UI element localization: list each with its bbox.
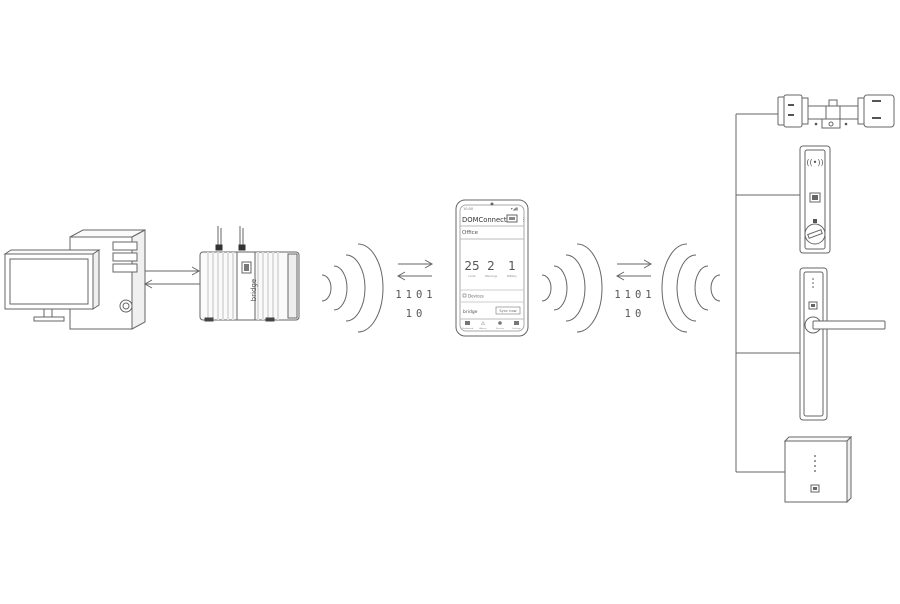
exchange-arrows-icon	[615, 259, 653, 281]
app-title: DOMConnect	[462, 216, 507, 224]
phone-bridge-label: bridge	[463, 309, 478, 315]
wall-box-module	[783, 435, 853, 504]
binary-bits-line1: 1101	[614, 289, 655, 301]
nfc-icon: ((•))	[806, 158, 823, 167]
wireless-link-right: 1101 10	[541, 243, 721, 333]
signal-waves-left-icon	[661, 243, 721, 333]
nav-devices[interactable]: Devices	[496, 328, 504, 330]
signal-waves-right-icon	[541, 243, 603, 333]
stat-value: 25	[464, 259, 479, 273]
device-bus-lines	[735, 113, 800, 473]
door-handle-lock	[799, 267, 886, 421]
stat-label: Battery	[507, 274, 517, 278]
stat-value: 1	[508, 259, 516, 273]
devices-icon[interactable]	[498, 321, 502, 325]
bridge-brand-label: bridge	[250, 279, 258, 301]
svg-text:⋮: ⋮	[521, 217, 526, 223]
stat-value: 2	[487, 259, 495, 273]
alarm-icon[interactable]: ⚠	[481, 321, 486, 327]
site-name: Office	[462, 230, 479, 236]
sync-now-label: Sync now	[499, 309, 516, 313]
cylinder-lock	[777, 94, 895, 129]
svg-text:▾◢▮: ▾◢▮	[511, 206, 518, 211]
binary-bits-line2: 10	[406, 308, 427, 320]
desktop-computer	[3, 229, 146, 330]
binary-bits-line2: 10	[625, 308, 646, 320]
stat-battery: 1 Battery	[507, 259, 517, 278]
bridge-gateway: bridge	[199, 226, 300, 322]
status-time: 10:00	[463, 207, 473, 211]
wireless-link-left: 1101 10	[321, 243, 436, 333]
stat-warnings: 2 Warnings	[485, 259, 498, 278]
nav-settings[interactable]: Settings	[512, 327, 521, 330]
pc-bridge-connection	[143, 266, 201, 289]
stat-label: Locks	[468, 274, 476, 278]
sync-now-button[interactable]	[495, 306, 521, 315]
nav-alarms[interactable]: Alarms	[479, 327, 486, 330]
phone-bottom-nav: Dashboard ⚠ Alarms Devices Settings	[462, 321, 521, 330]
devices-label: Devices	[468, 294, 484, 299]
stat-label: Warnings	[485, 274, 498, 278]
binary-bits-line1: 1101	[395, 289, 436, 301]
wall-reader: ((•))	[799, 145, 831, 254]
nav-dashboard[interactable]: Dashboard	[462, 327, 474, 330]
smartphone: 10:00 ▾◢▮ DOMConnect ⋮ Office 25 Locks 2…	[455, 199, 529, 337]
dashboard-icon[interactable]	[465, 321, 470, 325]
settings-icon[interactable]	[514, 321, 519, 325]
stat-locks: 25 Locks	[464, 259, 479, 278]
pc-monitor	[3, 249, 101, 322]
exchange-arrows-icon	[396, 259, 434, 281]
signal-waves-right-icon	[321, 243, 384, 333]
